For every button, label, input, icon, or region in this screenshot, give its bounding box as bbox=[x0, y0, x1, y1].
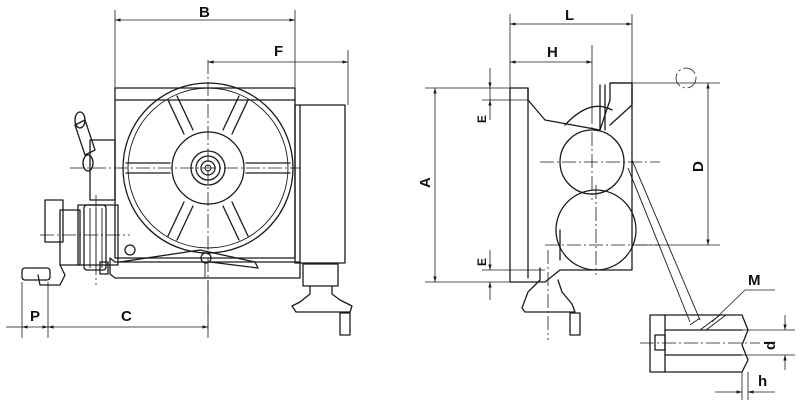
dim-d: d bbox=[762, 341, 779, 350]
base-plate bbox=[109, 257, 301, 279]
front-view bbox=[21, 60, 353, 336]
dim-A: A bbox=[417, 177, 434, 188]
dim-D: D bbox=[690, 161, 707, 172]
dim-M: M bbox=[748, 272, 761, 289]
dim-B: B bbox=[199, 4, 210, 21]
dim-P: P bbox=[30, 308, 40, 325]
dim-H: H bbox=[547, 44, 558, 61]
detail-view: M d h bbox=[640, 272, 795, 400]
left-handwheel bbox=[21, 111, 119, 286]
dim-E-top: E bbox=[475, 115, 489, 123]
side-view bbox=[509, 67, 701, 340]
right-housing bbox=[294, 104, 346, 264]
dim-F: F bbox=[274, 43, 283, 60]
dim-E-bottom: E bbox=[475, 258, 489, 266]
side-dimensions: L H A E E D bbox=[417, 7, 720, 300]
dim-C: C bbox=[121, 308, 132, 325]
dim-h: h bbox=[758, 373, 767, 390]
t-slots bbox=[125, 95, 291, 241]
front-dimensions: B F P C bbox=[6, 4, 349, 338]
dim-L: L bbox=[565, 7, 574, 24]
